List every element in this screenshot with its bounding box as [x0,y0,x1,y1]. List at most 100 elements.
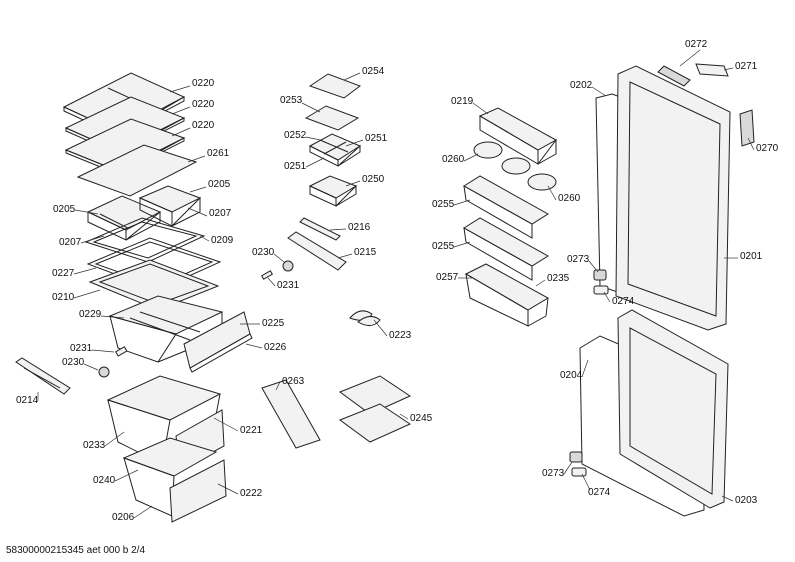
leader-line [100,315,125,319]
part-label: 0210 [52,292,75,303]
egg-tray-grid [308,133,362,167]
part-label: 0255 [432,199,455,210]
leader-line [73,267,97,275]
part-label: 0202 [570,80,593,91]
leader-line [213,417,239,432]
part-label: 0205 [53,204,76,215]
roller-pin-left [98,346,128,378]
leader-line [80,235,105,244]
egg-tray-lid [308,73,362,99]
leader-line [581,359,589,378]
leader-lines [37,49,755,519]
part-label: 0226 [264,342,287,353]
small-drawer-right [138,185,202,227]
leader-line [399,413,409,420]
leader-line [563,461,573,475]
leader-line [343,72,361,81]
upper-door [615,65,731,331]
part-label: 0253 [280,95,303,106]
butter-compartment [478,107,558,165]
plate-0263 [261,379,321,449]
leader-line [267,277,276,287]
leader-line [581,473,591,491]
leader-line [171,127,191,137]
roller-pin-mid [260,260,294,280]
part-label: 0225 [262,318,285,329]
leader-line [453,199,471,206]
hinge-parts-0273-0274-lower [569,451,587,477]
part-label: 0260 [558,193,581,204]
rail-0216 [299,217,341,241]
leader-line [199,235,210,242]
hinge-0270 [739,109,755,147]
part-label: 0219 [451,96,474,107]
leader-line [463,153,479,162]
leader-line [535,279,546,287]
part-label: 0245 [410,413,433,424]
part-label: 0274 [612,296,635,307]
leader-line [187,155,206,163]
leader-line [305,157,325,168]
part-label: 0233 [83,440,106,451]
part-label: 0221 [240,425,263,436]
leader-line [547,185,557,201]
part-label: 0274 [588,487,611,498]
part-label: 0220 [192,78,215,89]
leader-line [245,343,263,349]
part-label: 0214 [16,395,39,406]
part-label: 0240 [93,475,116,486]
leader-line [217,483,239,495]
part-label: 0204 [560,370,583,381]
part-label: 0203 [735,495,758,506]
leader-line [591,86,607,97]
leader-line [453,241,471,248]
part-label: 0205 [208,179,231,190]
drawer-frame-upper [84,217,206,263]
part-label: 0251 [365,133,388,144]
leader-line [747,137,755,151]
part-label: 0250 [362,174,385,185]
part-label: 0270 [756,143,779,154]
leader-line [345,139,364,147]
part-label: 0260 [442,154,465,165]
lower-door [617,309,729,509]
part-label: 0273 [542,468,565,479]
part-label: 0215 [354,247,377,258]
part-label: 0255 [432,241,455,252]
leader-line [114,469,139,482]
part-label: 0251 [284,161,307,172]
part-label: 0263 [282,376,305,387]
part-label: 0230 [62,357,85,368]
leader-line [721,495,734,502]
leader-line [187,207,208,217]
part-label: 0252 [284,130,307,141]
leader-line [305,136,321,141]
egg-inserts [473,141,557,191]
part-label: 0223 [389,330,412,341]
leader-line [588,260,599,273]
leader-line [91,349,115,353]
part-label: 0206 [112,512,135,523]
crisper-drawer [108,295,224,363]
part-label: 0272 [685,39,708,50]
door-bin-2 [463,217,549,281]
leader-line [679,49,701,67]
part-label: 0273 [567,254,590,265]
leader-line [603,291,611,303]
leader-line [273,253,285,263]
leader-line [83,363,99,371]
hinge-strip-0272 [657,65,691,87]
part-label: 0227 [52,268,75,279]
ice-trays-0245 [338,375,412,443]
cover-plate [76,144,198,197]
cover-strip-0271 [695,63,729,77]
leader-line [169,85,191,93]
leader-line [171,106,191,115]
clips-0223 [349,310,381,326]
door-gasket-lower [579,335,705,517]
leader-line [74,209,99,215]
egg-tray-plate [304,105,360,131]
part-label: 0220 [192,120,215,131]
leader-line [723,67,734,71]
